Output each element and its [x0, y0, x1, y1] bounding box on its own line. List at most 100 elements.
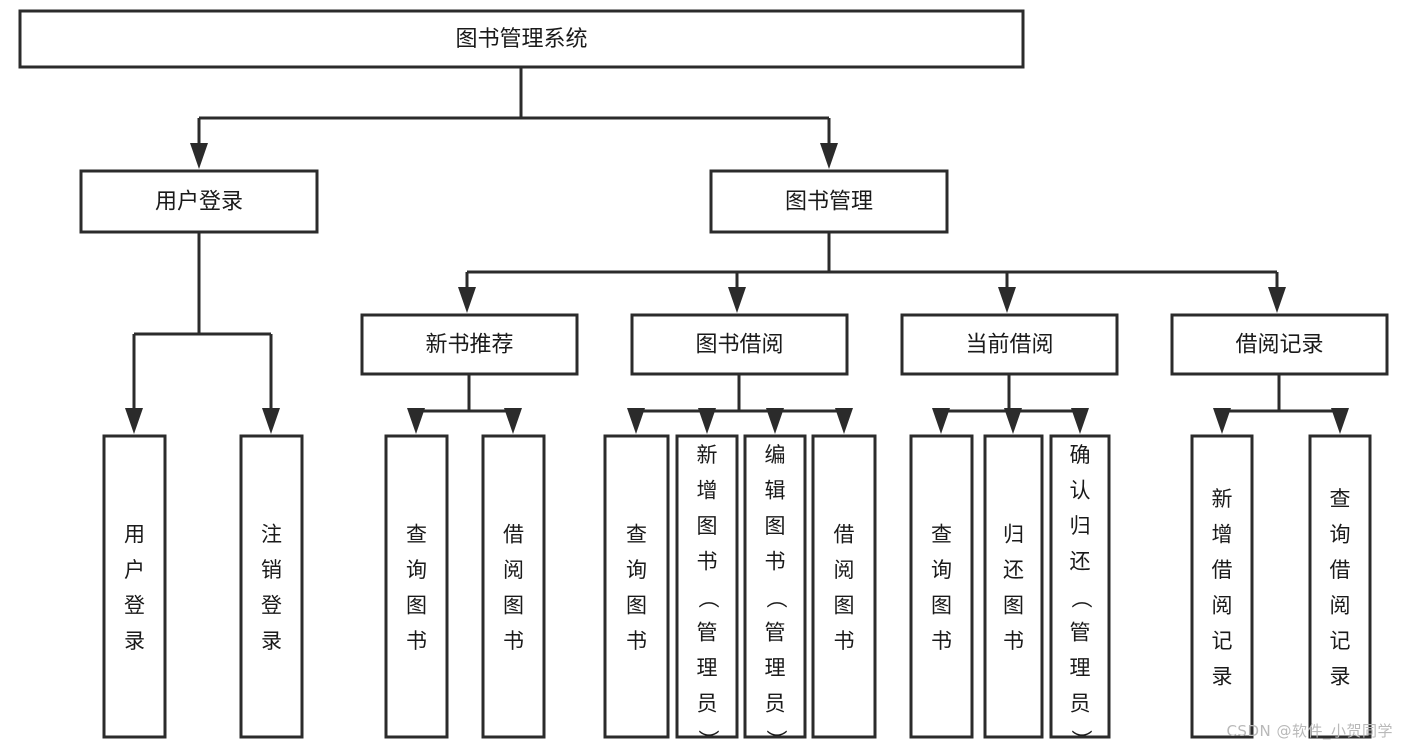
node-box[interactable]	[603, 434, 670, 739]
arrow-head-icon	[504, 408, 522, 434]
node-label-char: 阅	[1212, 593, 1233, 617]
node-box[interactable]	[1190, 434, 1254, 739]
node-label-char: （	[1069, 588, 1093, 609]
node-label-char: 新	[697, 443, 718, 467]
node-new-book-recommend[interactable]: 新书推荐	[360, 313, 579, 376]
node-label-char: 归	[1070, 514, 1091, 538]
node-label-char: 录	[124, 629, 145, 653]
node-label-char: 登	[261, 593, 282, 617]
node-box[interactable]	[1049, 434, 1111, 739]
node-label: 借阅记录	[1235, 333, 1323, 358]
node-label-char: 还	[1070, 550, 1091, 574]
node-label-char: （	[696, 588, 720, 609]
node-label-char: 询	[626, 558, 647, 582]
node-label-char: 管	[1070, 621, 1091, 645]
edge-group-bus-borrow-record	[1213, 374, 1349, 434]
node-label-char: 员	[1070, 692, 1091, 716]
node-label-char: 记	[1330, 629, 1351, 653]
node-book-manage[interactable]: 图书管理	[709, 169, 949, 234]
arrow-head-icon	[1331, 408, 1349, 434]
node-label: 图书管理	[785, 190, 873, 215]
node-label-char: 户	[124, 558, 145, 582]
edges-layer	[125, 67, 1349, 434]
arrow-head-icon	[766, 408, 784, 434]
node-box[interactable]	[384, 434, 449, 739]
node-box[interactable]	[709, 169, 949, 234]
node-box[interactable]	[983, 434, 1044, 739]
node-box[interactable]	[1308, 434, 1372, 739]
edge-group-bus-user-login	[125, 232, 280, 434]
node-label-char: 注	[261, 522, 282, 546]
node-label-char: 图	[834, 593, 855, 617]
node-root[interactable]: 图书管理系统	[18, 9, 1025, 69]
node-label: 新书推荐	[425, 333, 513, 358]
node-label-char: 图	[406, 593, 427, 617]
node-current-borrow[interactable]: 当前借阅	[900, 313, 1119, 376]
arrow-head-icon	[820, 143, 838, 169]
node-label-char: 归	[1003, 522, 1024, 546]
edge-group-bus-book-manage	[458, 232, 1286, 313]
node-label-char: 用	[124, 522, 145, 546]
node-box[interactable]	[102, 434, 167, 739]
node-label-char: ）	[764, 730, 788, 747]
node-user-login[interactable]: 用户登录	[79, 169, 319, 234]
node-box[interactable]	[811, 434, 877, 739]
node-box[interactable]	[630, 313, 849, 376]
node-label-char: 询	[406, 558, 427, 582]
node-box[interactable]	[909, 434, 974, 739]
node-label-char: 书	[931, 629, 952, 653]
node-label-char: 图	[1003, 593, 1024, 617]
arrow-head-icon	[627, 408, 645, 434]
node-label-char: 书	[406, 629, 427, 653]
node-box[interactable]	[675, 434, 739, 739]
node-label-char: 借	[1330, 558, 1351, 582]
arrow-head-icon	[190, 143, 208, 169]
node-box[interactable]	[18, 9, 1025, 69]
arrow-head-icon	[728, 287, 746, 313]
node-label-char: 管	[697, 621, 718, 645]
node-box[interactable]	[360, 313, 579, 376]
node-label-char: 询	[1330, 522, 1351, 546]
node-label-char: 图	[931, 593, 952, 617]
node-leaf-user-login[interactable]: 用户登录	[102, 434, 167, 739]
arrow-head-icon	[1004, 408, 1022, 434]
node-box[interactable]	[79, 169, 319, 234]
node-label-char: 图	[503, 593, 524, 617]
node-label-char: 图	[626, 593, 647, 617]
node-box[interactable]	[239, 434, 304, 739]
node-box[interactable]	[743, 434, 807, 739]
arrow-head-icon	[932, 408, 950, 434]
node-label-char: 销	[261, 558, 282, 582]
node-label-char: 书	[765, 550, 786, 574]
node-label: 当前借阅	[965, 333, 1053, 358]
node-label-char: 认	[1070, 479, 1091, 503]
node-label-char: 增	[697, 479, 718, 503]
node-book-borrow[interactable]: 图书借阅	[630, 313, 849, 376]
node-label-char: 确	[1070, 443, 1091, 467]
node-box[interactable]	[481, 434, 546, 739]
node-box[interactable]	[900, 313, 1119, 376]
node-label-char: 查	[626, 522, 647, 546]
node-label-char: （	[764, 588, 788, 609]
node-label-char: ）	[1069, 730, 1093, 747]
edge-group-bus-current-borrow	[932, 374, 1089, 434]
node-borrow-record[interactable]: 借阅记录	[1170, 313, 1389, 376]
node-box[interactable]	[1170, 313, 1389, 376]
node-label-char: 员	[697, 692, 718, 716]
node-label-char: 书	[697, 550, 718, 574]
node-label-char: 借	[834, 522, 855, 546]
